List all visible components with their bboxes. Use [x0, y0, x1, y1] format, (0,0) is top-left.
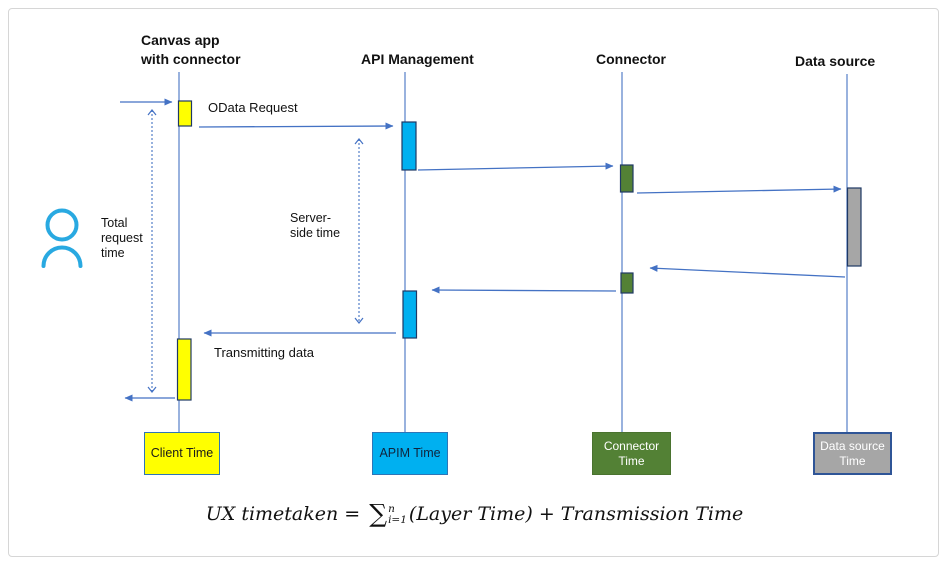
- arrow-connector-to-datasource: [636, 185, 842, 194]
- activation-apim-response: [402, 290, 418, 339]
- activation-data-source: [846, 187, 862, 267]
- legend-client-time: Client Time: [144, 432, 220, 475]
- total-request-line2: request: [101, 231, 143, 245]
- formula-lhs: UX timetaken =: [205, 502, 361, 525]
- legend-apim-time: APIM Time: [372, 432, 448, 475]
- message-label-odata-request: OData Request: [208, 100, 298, 115]
- server-side-line2: side time: [290, 226, 341, 240]
- activation-connector-request: [619, 164, 634, 193]
- activation-connector-response: [620, 272, 634, 294]
- arrow-odata-request: [198, 122, 394, 130]
- person-icon: [41, 208, 83, 268]
- activation-client-request: [177, 100, 193, 127]
- actor-title-data-source: Data source: [795, 53, 876, 69]
- sigma-upper-limit: n: [388, 502, 395, 515]
- message-label-transmitting-data: Transmitting data: [214, 345, 314, 360]
- measure-label-server-side-time: Server-side time: [290, 211, 340, 241]
- actor-title-connector: Connector: [596, 51, 666, 67]
- arrow-connector-to-apim: [431, 286, 617, 294]
- sigma-symbol: ∑: [369, 499, 388, 528]
- actor-title-canvas-app: Canvas app with connector: [141, 31, 241, 69]
- legend-apim-time-label: APIM Time: [379, 446, 441, 460]
- actor-title-api-management: API Management: [361, 51, 474, 67]
- legend-connector-line1: Connector: [603, 438, 660, 453]
- actor-title-canvas-line1: Canvas app: [141, 32, 220, 48]
- actor-title-canvas-line2: with connector: [141, 51, 241, 67]
- activation-client-receive: [176, 338, 192, 401]
- outer-border: [8, 8, 939, 557]
- legend-client-time-label: Client Time: [150, 446, 214, 460]
- total-request-line3: time: [101, 246, 125, 260]
- arrow-datasource-to-connector: [649, 264, 846, 278]
- legend-datasource-line1: Data source: [820, 438, 885, 453]
- legend-datasource-line2: Time: [839, 453, 866, 468]
- sigma-lower-limit: i=1: [388, 513, 407, 526]
- arrow-apim-to-connector: [417, 162, 614, 171]
- legend-connector-line2: Time: [618, 453, 645, 468]
- activation-apim-request: [401, 121, 417, 171]
- server-side-line1: Server-: [290, 211, 331, 225]
- formula-rhs: (Layer Time) + Transmission Time: [408, 502, 744, 525]
- total-request-line1: Total: [101, 216, 128, 230]
